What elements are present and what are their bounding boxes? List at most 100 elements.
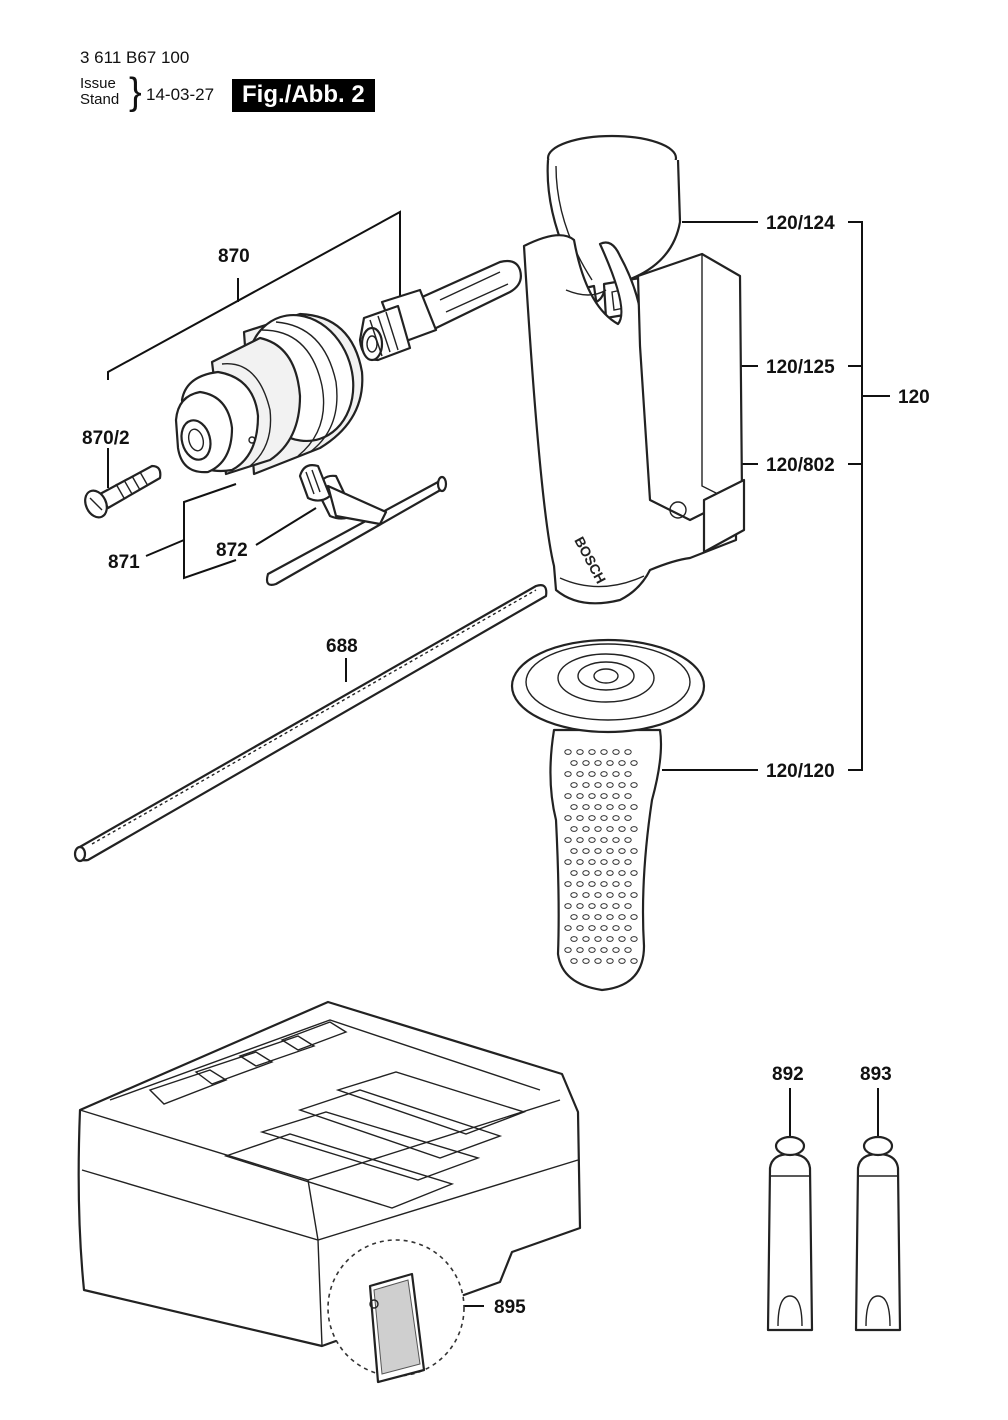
document-number: 3 611 B67 100 (80, 48, 190, 67)
grip-dot (612, 859, 620, 865)
grip-dot (594, 826, 602, 832)
leader-871 (183, 483, 237, 580)
grip-dot (618, 782, 626, 788)
grip-dot (624, 881, 632, 887)
leader-870 (107, 210, 401, 380)
grip-dot (606, 782, 614, 788)
grip-dots (564, 749, 638, 964)
grip-dot (564, 881, 572, 887)
grip-dot (594, 936, 602, 942)
grip-dot (588, 771, 596, 777)
grip-dot (570, 804, 578, 810)
grip-dot (582, 760, 590, 766)
label-895: 895 (494, 1297, 526, 1318)
grip-dot (570, 914, 578, 920)
grip-dot (624, 793, 632, 799)
grip-dot (564, 749, 572, 755)
grip-dot (606, 892, 614, 898)
part-labels: 870 870/2 871 872 688 120/124 120/125 12… (82, 213, 930, 1318)
grip-dot (582, 826, 590, 832)
grip-dot (612, 837, 620, 843)
grip-dot (564, 771, 572, 777)
grip-dot (618, 760, 626, 766)
label-872: 872 (216, 540, 248, 561)
grip-dot (630, 958, 638, 964)
grip-dot (570, 760, 578, 766)
grip-dot (588, 793, 596, 799)
grip-dot (582, 804, 590, 810)
grip-dot (594, 870, 602, 876)
grip-dot (576, 947, 584, 953)
grip-dot (570, 826, 578, 832)
figure-title: Fig./Abb. 2 (232, 79, 375, 112)
handle-collar-drawing: BOSCH (522, 234, 746, 605)
grip-dot (600, 925, 608, 931)
grease-tube-893-drawing (854, 1135, 902, 1332)
grip-dot (588, 947, 596, 953)
screw-drawing (84, 464, 162, 519)
issue-label: Issue (80, 75, 116, 92)
grip-dot (618, 958, 626, 964)
grip-dot (588, 925, 596, 931)
grip-dot (576, 881, 584, 887)
label-120-125: 120/125 (766, 357, 835, 378)
leader-872 (255, 507, 317, 546)
label-120-802: 120/802 (766, 455, 835, 476)
grip-dot (570, 936, 578, 942)
grip-dot (624, 815, 632, 821)
grip-dot (606, 936, 614, 942)
grip-dot (624, 925, 632, 931)
grip-dot (612, 947, 620, 953)
grip-dot (624, 859, 632, 865)
grip-dot (564, 837, 572, 843)
label-120-124: 120/124 (766, 213, 835, 234)
grip-dot (624, 903, 632, 909)
grip-dot (576, 749, 584, 755)
grip-dot (630, 936, 638, 942)
grease-tube-892-drawing (766, 1135, 814, 1332)
brace: } (129, 71, 142, 113)
grip-dot (630, 804, 638, 810)
leader-871-stem (145, 539, 185, 557)
grip-dot (606, 870, 614, 876)
grip-dot (630, 870, 638, 876)
grip-dot (600, 837, 608, 843)
grip-dot (594, 958, 602, 964)
grip-dot (600, 903, 608, 909)
grip-dot (630, 914, 638, 920)
grip-dot (630, 892, 638, 898)
grip-dot (618, 892, 626, 898)
grip-dot (582, 892, 590, 898)
grip-dot (612, 925, 620, 931)
stand-label: Stand (80, 91, 120, 108)
grip-dot (594, 848, 602, 854)
grip-dot (594, 892, 602, 898)
grip-dot (630, 760, 638, 766)
grip-dot (576, 793, 584, 799)
grip-dot (624, 771, 632, 777)
label-870: 870 (218, 246, 250, 267)
grip-dot (600, 859, 608, 865)
grip-dot (582, 936, 590, 942)
label-871: 871 (108, 552, 140, 573)
grip-dot (618, 936, 626, 942)
drill-chuck-drawing (174, 312, 364, 476)
grip-dot (594, 760, 602, 766)
grip-dot (582, 782, 590, 788)
grip-dot (600, 815, 608, 821)
grip-dot (624, 749, 632, 755)
issue-date: 14-03-27 (146, 85, 215, 104)
depth-rod-drawing (73, 584, 548, 863)
grip-dot (600, 771, 608, 777)
grip-dot (594, 914, 602, 920)
grip-dot (618, 870, 626, 876)
grip-dot (570, 782, 578, 788)
grip-dot (612, 815, 620, 821)
grip-dot (606, 848, 614, 854)
grip-dot (600, 881, 608, 887)
grip-dot (606, 914, 614, 920)
grip-dot (564, 925, 572, 931)
grip-dot (570, 870, 578, 876)
grip-dot (606, 804, 614, 810)
